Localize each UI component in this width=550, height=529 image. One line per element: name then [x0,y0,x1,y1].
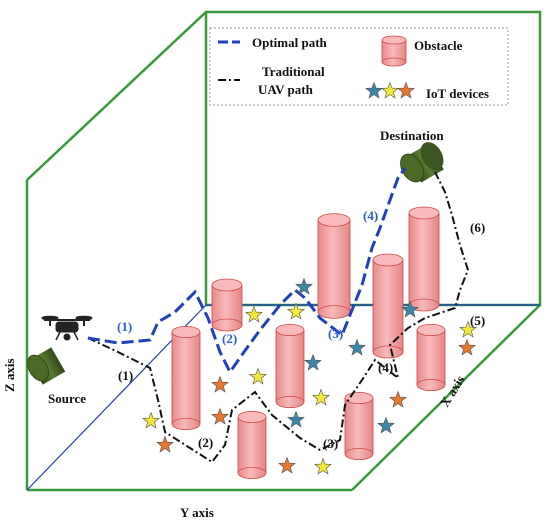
optimal-path-labels: (1) (2) (3) (4) [117,208,378,346]
frame-back-wall [26,10,542,307]
obstacle-cylinder [408,206,440,312]
legend-iot-label: IoT devices [426,86,489,101]
frame-3d [25,10,542,492]
legend-star-icons [365,81,415,99]
obstacles [171,206,446,479]
star-icon [381,81,399,99]
star-icon [348,338,366,356]
obstacle-cylinder [237,410,267,479]
star-icon [459,320,477,338]
traditional-label-4: (4) [378,360,393,375]
star-icon [312,388,330,406]
traditional-label-2: (2) [198,435,213,450]
legend: Optimal path Traditional UAV path Obstac… [209,27,509,106]
source-icon [27,347,66,385]
star-icon [245,305,263,323]
star-icon [295,277,313,295]
obstacle-cylinder [344,391,374,460]
traditional-path-labels: (1) (2) (3) (4) (5) (6) [118,220,485,451]
legend-box [209,27,509,106]
y-axis-label: Y axis [180,505,214,520]
legend-traditional-label-2: UAV path [258,82,314,97]
optimal-label-2: (2) [222,331,237,346]
star-icon [249,367,267,385]
drone-icon [41,315,93,341]
destination-icon [400,142,444,183]
star-icon [377,416,395,434]
star-icon [401,300,419,318]
legend-optimal-label: Optimal path [252,35,328,50]
obstacle-cylinder [372,253,404,359]
obstacle-cylinder [275,323,305,408]
star-icon [156,435,174,453]
star-icon [278,456,296,474]
star-icon [314,457,332,475]
star-icon [287,410,305,428]
traditional-label-6: (6) [470,220,485,235]
frame-floor-right [351,304,541,491]
star-icon [458,338,476,356]
traditional-path [87,171,470,464]
source-label: Source [48,391,86,406]
star-icon [211,375,229,393]
legend-traditional-label-1: Traditional [262,64,325,79]
traditional-label-3: (3) [323,436,338,451]
legend-obstacle-label: Obstacle [414,38,463,53]
star-icon [211,407,229,425]
legend-obstacle-icon [381,35,407,67]
optimal-label-4: (4) [363,208,378,223]
star-icon [365,81,383,99]
obstacle-cylinder [171,325,201,430]
star-icon [397,81,415,99]
optimal-label-3: (3) [328,326,343,341]
iot-devices [142,277,477,475]
obstacle-cylinder [317,213,351,319]
star-icon [142,411,160,429]
traditional-label-5: (5) [470,313,485,328]
star-icon [287,302,305,320]
star-icon [389,390,407,408]
obstacle-cylinder [416,323,446,391]
traditional-label-1: (1) [118,368,133,383]
optimal-label-1: (1) [117,319,132,334]
star-icon [304,353,322,371]
z-axis-label: Z axis [2,358,17,392]
optimal-path [87,167,407,375]
obstacle-cylinder [211,278,243,332]
destination-label: Destination [380,128,444,143]
